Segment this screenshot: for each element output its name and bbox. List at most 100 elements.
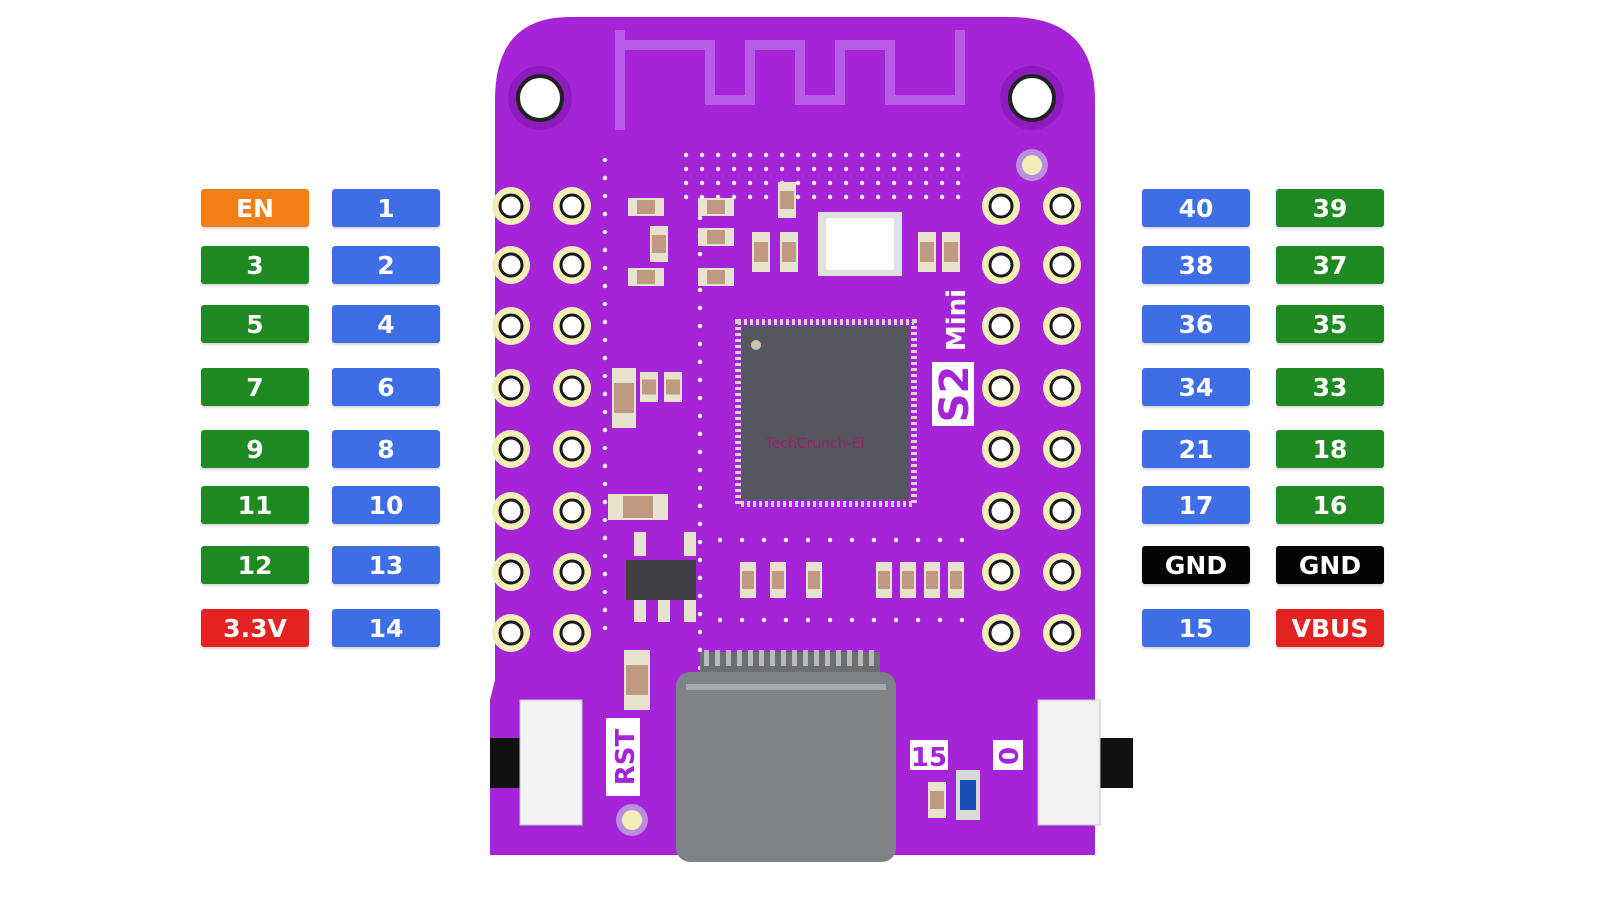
pin-pad	[553, 246, 591, 284]
via	[697, 305, 703, 311]
boot-button[interactable]	[1037, 699, 1133, 826]
smd-component	[918, 232, 936, 272]
pin-label: 18	[1276, 430, 1384, 468]
pin-label: VBUS	[1276, 609, 1384, 647]
via	[959, 537, 965, 543]
via	[955, 194, 961, 200]
via	[739, 617, 745, 623]
pin-label: 10	[332, 486, 440, 524]
pin-label: 38	[1142, 246, 1250, 284]
pin-pad	[982, 187, 1020, 225]
usb-c-port	[676, 650, 896, 862]
via	[875, 194, 881, 200]
via	[907, 194, 913, 200]
via	[811, 194, 817, 200]
pin-pad	[982, 307, 1020, 345]
via	[697, 395, 703, 401]
rst-button[interactable]	[490, 699, 583, 826]
via	[871, 537, 877, 543]
pin-pad	[1043, 553, 1081, 591]
via	[923, 194, 929, 200]
mount-hole-icon	[508, 66, 572, 130]
pin-pad	[1043, 614, 1081, 652]
via	[731, 180, 737, 186]
via	[602, 571, 608, 577]
via	[907, 152, 913, 158]
pin-pad	[553, 492, 591, 530]
via	[697, 575, 703, 581]
pin-label: 21	[1142, 430, 1250, 468]
via	[602, 535, 608, 541]
via	[805, 537, 811, 543]
pin-pad	[553, 614, 591, 652]
pin-label: 1	[332, 189, 440, 227]
via	[843, 180, 849, 186]
pin-label: 40	[1142, 189, 1250, 227]
pin0-silkscreen: 0	[993, 740, 1025, 770]
via	[849, 537, 855, 543]
pin-label: 17	[1142, 486, 1250, 524]
pin-label: 33	[1276, 368, 1384, 406]
smd-component	[942, 232, 960, 272]
via	[602, 607, 608, 613]
via	[731, 152, 737, 158]
pin15-label: 15	[911, 743, 947, 773]
via	[915, 537, 921, 543]
via	[859, 180, 865, 186]
via	[939, 194, 945, 200]
smd-component	[740, 562, 756, 598]
via	[827, 617, 833, 623]
via	[827, 180, 833, 186]
via	[795, 180, 801, 186]
pin-pad	[492, 553, 530, 591]
via	[783, 537, 789, 543]
smd-component	[876, 562, 892, 598]
smd-component	[928, 782, 946, 818]
via	[697, 521, 703, 527]
via	[849, 617, 855, 623]
mount-hole-icon	[1000, 66, 1064, 130]
via	[602, 517, 608, 523]
via	[697, 467, 703, 473]
pin-label: 16	[1276, 486, 1384, 524]
rst-label: RST	[611, 728, 641, 785]
via	[763, 166, 769, 172]
pin-pad	[492, 246, 530, 284]
pin-label: 2	[332, 246, 440, 284]
pin-pad	[492, 369, 530, 407]
smd-component	[664, 372, 682, 402]
via	[761, 617, 767, 623]
via	[697, 431, 703, 437]
via	[955, 166, 961, 172]
pin-pad	[492, 307, 530, 345]
via	[731, 166, 737, 172]
pin-pad	[1043, 187, 1081, 225]
via	[907, 166, 913, 172]
via	[602, 283, 608, 289]
via	[697, 539, 703, 545]
via	[697, 413, 703, 419]
pin-label: GND	[1142, 546, 1250, 584]
pin-pad	[1043, 369, 1081, 407]
via	[697, 287, 703, 293]
pin-label: 5	[201, 305, 309, 343]
smd-component	[770, 562, 786, 598]
antenna-trace	[615, 30, 965, 130]
via	[697, 503, 703, 509]
via	[937, 617, 943, 623]
via	[907, 180, 913, 186]
via	[739, 537, 745, 543]
voltage-regulator	[626, 532, 696, 622]
pin-label: 9	[201, 430, 309, 468]
smd-component	[628, 198, 664, 216]
pin-label: 36	[1142, 305, 1250, 343]
via	[602, 445, 608, 451]
smd-component	[780, 232, 798, 272]
pin-label: 4	[332, 305, 440, 343]
via	[699, 152, 705, 158]
via	[602, 211, 608, 217]
via	[747, 152, 753, 158]
pin-label: 12	[201, 546, 309, 584]
pin-pad	[1043, 430, 1081, 468]
pin-pad	[982, 246, 1020, 284]
